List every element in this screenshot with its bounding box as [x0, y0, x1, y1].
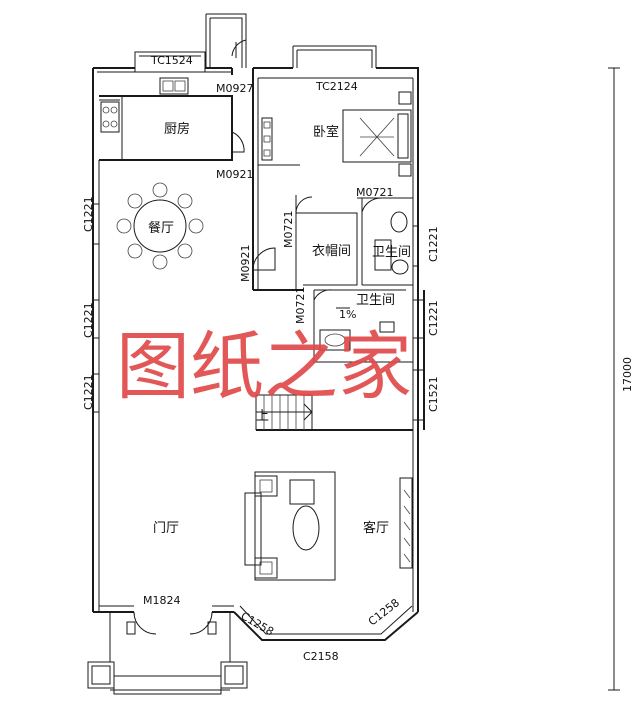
label-c1221-right-1: C1221 [427, 226, 440, 262]
label-c1221-left-3: C1221 [82, 374, 95, 410]
label-slope: 1% [339, 308, 356, 321]
label-stair-up: 上 [256, 409, 269, 424]
label-dimension: 17000 [621, 357, 634, 392]
label-bath-1: 卫生间 [372, 245, 411, 260]
label-tc1524: TC1524 [150, 54, 193, 67]
label-c2158: C2158 [303, 650, 339, 663]
hall-door: M0921 [239, 245, 276, 283]
entrance: M1824 [87, 594, 248, 695]
label-c1221-left-2: C1221 [82, 302, 95, 338]
closet-bath: 衣帽间 卫生间 M0721 M0721 C1221 [282, 186, 440, 290]
label-living: 客厅 [363, 520, 389, 536]
label-m0927: M0927 [216, 82, 254, 95]
label-m0921-side: M0921 [239, 245, 252, 283]
label-m0921-top: M0921 [216, 168, 254, 181]
bedroom: 卧室 [252, 68, 413, 291]
label-kitchen: 厨房 [164, 121, 190, 137]
staircase: 上 C1521 [255, 369, 440, 431]
label-foyer: 门厅 [153, 521, 179, 536]
label-c1521-right: C1521 [427, 376, 440, 412]
label-c1221-right-2: C1221 [427, 300, 440, 336]
label-m0721-lower: M0721 [294, 287, 307, 325]
label-m0721-side: M0721 [282, 211, 295, 249]
bath-2: M0721 1% 卫生间 C1221 [294, 287, 440, 363]
watermark-text: 图纸之家 [116, 324, 412, 410]
label-bath-2: 卫生间 [356, 293, 395, 308]
label-c1221-left-1: C1221 [82, 196, 95, 232]
label-dining: 餐厅 [148, 220, 174, 236]
label-c1258-right: C1258 [366, 596, 402, 628]
label-tc2124: TC2124 [315, 80, 358, 93]
top-shaft [205, 13, 247, 68]
label-m0721-top: M0721 [356, 186, 394, 199]
window-tc2124: TC2124 [292, 45, 377, 93]
living-furniture: 门厅 客厅 [153, 471, 413, 581]
kitchen: 厨房 M0927 M0921 [99, 77, 254, 181]
label-m1824: M1824 [143, 594, 181, 607]
label-bedroom: 卧室 [313, 124, 339, 140]
dining-room: 餐厅 C1221 [82, 182, 204, 270]
window-tc1524: TC1524 [134, 51, 206, 73]
left-windows: C1221 C1221 [82, 299, 99, 413]
dimension-line: 17000 [608, 67, 634, 691]
label-closet: 衣帽间 [312, 243, 351, 259]
living-bay: C1258 C1258 C2158 [233, 430, 419, 663]
